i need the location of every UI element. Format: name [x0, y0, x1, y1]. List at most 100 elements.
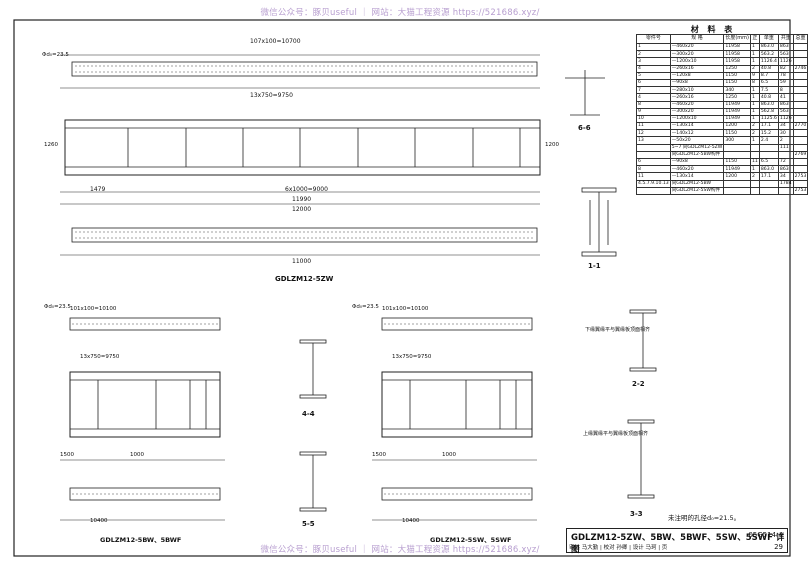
section-4-4 [299, 339, 327, 399]
material-cell [792, 107, 808, 116]
th-grand: 总重 [792, 34, 808, 44]
material-cell: 8 [636, 165, 671, 174]
atlas-number: 05G514-4 [748, 531, 783, 539]
material-cell [723, 150, 751, 160]
material-cell [749, 186, 760, 195]
dim-hole-top: Φd₀=23.5 [42, 52, 69, 58]
material-cell: 563 [777, 50, 794, 59]
material-cell: 1 [749, 165, 760, 174]
material-cell: 59 [777, 78, 794, 88]
material-cell: 8.7 [758, 71, 779, 80]
dim-left-b: 13x750=9750 [80, 354, 120, 360]
dim-top-d: 11990 [292, 196, 312, 203]
material-cell: 13 [636, 136, 671, 145]
material-cell: —120x8 [669, 71, 725, 80]
material-cell: 1126 [777, 114, 794, 124]
material-cell: 11949 [723, 107, 751, 116]
material-cell: 1150 [723, 129, 751, 138]
material-cell: 1 [749, 86, 760, 95]
th-total-wt: 共重 [777, 34, 794, 44]
material-cell: 30 [777, 129, 794, 138]
material-cell: 863.0 [758, 42, 779, 52]
bottom-flange-plan [71, 227, 538, 243]
material-cell: 863 [777, 165, 794, 174]
elev-5sw [381, 371, 533, 438]
title-block: GDLZM12-5ZW、5BW、5BWF、5SW、5SWF 详图 05G514-… [566, 528, 788, 555]
material-cell [792, 93, 808, 102]
material-cell: 863 [777, 100, 794, 109]
material-cell: —1200x10 [669, 57, 725, 66]
material-cell: 5 [636, 71, 671, 80]
material-cell [723, 179, 751, 188]
material-cell [758, 150, 779, 160]
top-flange-plan [71, 61, 538, 77]
stiffeners-top [127, 128, 521, 167]
material-cell: —460x20 [669, 100, 725, 109]
material-cell: 2 [749, 129, 760, 138]
section-3-3 [627, 419, 655, 499]
material-cell: 11 [636, 122, 671, 131]
material-cell: —280x10 [669, 86, 725, 95]
material-cell: 82 [777, 64, 794, 73]
material-cell: 72 [777, 157, 794, 167]
section-label-6-6: 6-6 [578, 124, 591, 132]
material-cell [792, 71, 808, 80]
th-unit-wt: 单重 [758, 34, 779, 44]
material-cell [723, 186, 751, 195]
material-cell: 34 [777, 172, 794, 181]
material-cell: 2 [749, 64, 760, 73]
material-cell [636, 186, 671, 195]
material-cell: 4.5.7.9.10.13 [636, 179, 671, 188]
dim-s1500-right: 1500 [372, 452, 386, 458]
material-cell: 8 [749, 78, 760, 88]
dim-s1000-left: 1000 [130, 452, 144, 458]
section-label-3-3: 3-3 [630, 510, 643, 518]
material-cell [636, 143, 671, 152]
material-cell: 563 [777, 107, 794, 116]
section-label-1-1: 1-1 [588, 262, 601, 270]
sheet-frame [13, 19, 791, 557]
material-cell: 11949 [723, 114, 751, 124]
material-cell [792, 136, 808, 145]
material-cell [792, 50, 808, 59]
material-cell [777, 186, 794, 195]
material-cell: 41 [777, 93, 794, 102]
material-cell: 1 [749, 42, 760, 52]
material-cell [723, 143, 751, 152]
material-cell: 1 [749, 107, 760, 116]
dim-top-b: 13x750=9750 [250, 92, 293, 99]
watermark-bottom: 微信公众号：豚贝useful ｜ 网站：大猫工程资源 https://52168… [260, 545, 540, 555]
material-cell: 562.8 [758, 107, 779, 116]
material-cell: 2 [636, 50, 671, 59]
material-cell: 1 [749, 93, 760, 102]
dim-hole-right: Φd₀=23.5 [352, 304, 379, 310]
main-elevation [64, 119, 541, 176]
dim-s1000-right: 1000 [442, 452, 456, 458]
label-5zw: GDLZM12-5ZW [275, 275, 334, 283]
material-cell: 1150 [723, 157, 751, 167]
material-cell: 78 [777, 71, 794, 80]
material-cell: 1200 [723, 122, 751, 131]
material-cell: 40.8 [758, 93, 779, 102]
material-cell: 11958 [723, 42, 751, 52]
material-cell: 863.0 [758, 100, 779, 109]
material-table-title: 材 料 表 [690, 25, 736, 34]
material-cell: 863 [777, 42, 794, 52]
material-cell: 15.2 [758, 129, 779, 138]
dim-h1200: 1200 [545, 142, 559, 148]
material-cell: 4 [636, 64, 671, 73]
material-cell: 同GDLZM12-5BW构件 [669, 150, 725, 160]
material-cell: 1150 [723, 71, 751, 80]
material-cell: 11949 [723, 165, 751, 174]
material-cell: —130x14 [669, 172, 725, 181]
section-label-2-2: 2-2 [632, 380, 645, 388]
